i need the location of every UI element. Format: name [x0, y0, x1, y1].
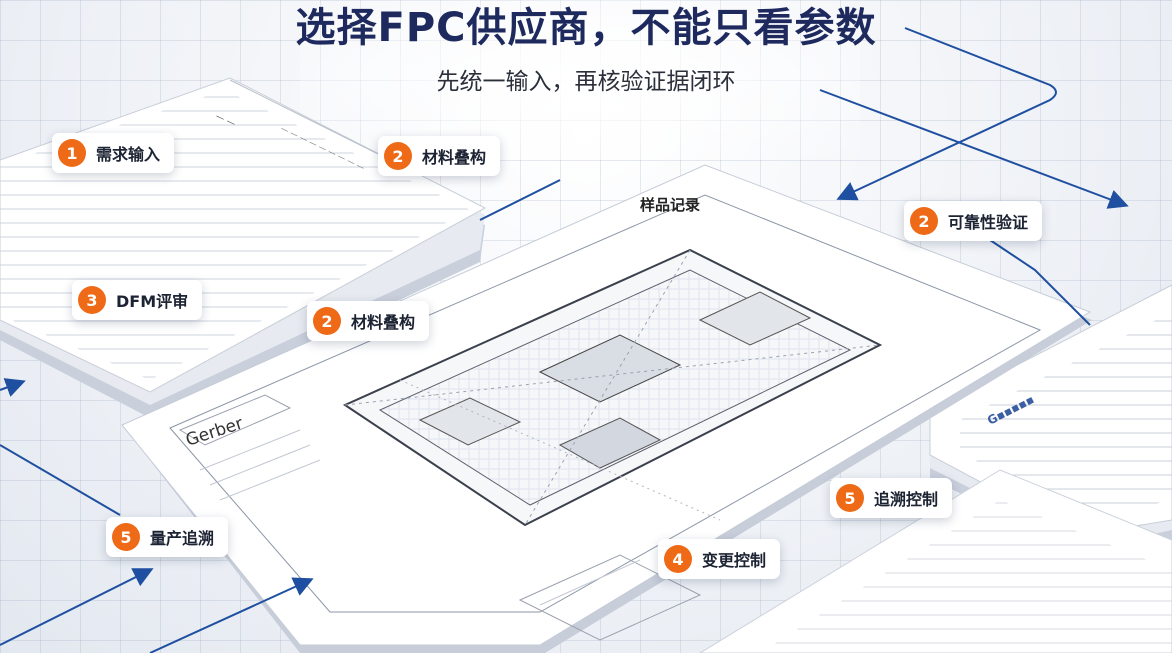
tag-label: 需求输入 — [96, 145, 161, 164]
step-number-badge: 5 — [836, 484, 864, 512]
tag-label: 材料叠构 — [351, 313, 416, 332]
flow-arrows — [0, 27, 1129, 653]
tag-trace-control: 5 追溯控制 — [830, 478, 953, 518]
tag-label: 可靠性验证 — [948, 213, 1029, 232]
page-title: 选择FPC供应商，不能只看参数 — [295, 5, 877, 51]
step-number-badge: 3 — [78, 286, 106, 314]
title-glow — [300, 0, 860, 160]
sample-record-label: 样品记录 — [640, 196, 701, 214]
tag-material-stack-mid: 2 材料叠构 — [307, 301, 430, 341]
step-number-badge: 5 — [112, 523, 140, 551]
tag-demand-input: 1 需求输入 — [52, 133, 175, 173]
step-number-badge: 2 — [910, 207, 938, 235]
tag-mass-production-trace: 5 量产追溯 — [106, 517, 229, 557]
tag-label: 量产追溯 — [150, 529, 215, 548]
step-number-badge: 4 — [664, 545, 692, 573]
tag-change-control: 4 变更控制 — [658, 539, 781, 579]
page-subtitle: 先统一输入，再核验证据闭环 — [436, 69, 736, 95]
tag-material-stack-top: 2 材料叠构 — [378, 136, 501, 176]
step-number-badge: 1 — [58, 139, 86, 167]
step-number-badge: 2 — [313, 307, 341, 335]
tag-label: DFM评审 — [116, 292, 189, 311]
step-number-badge: 2 — [384, 142, 412, 170]
tag-label: 材料叠构 — [422, 148, 487, 167]
blueprint-sheet: Gerber — [121, 164, 1092, 653]
tag-reliability-verify: 2 可靠性验证 — [904, 201, 1043, 241]
tag-label: 变更控制 — [702, 551, 767, 570]
tag-label: 追溯控制 — [874, 490, 939, 509]
tag-dfm-review: 3 DFM评审 — [72, 280, 203, 320]
